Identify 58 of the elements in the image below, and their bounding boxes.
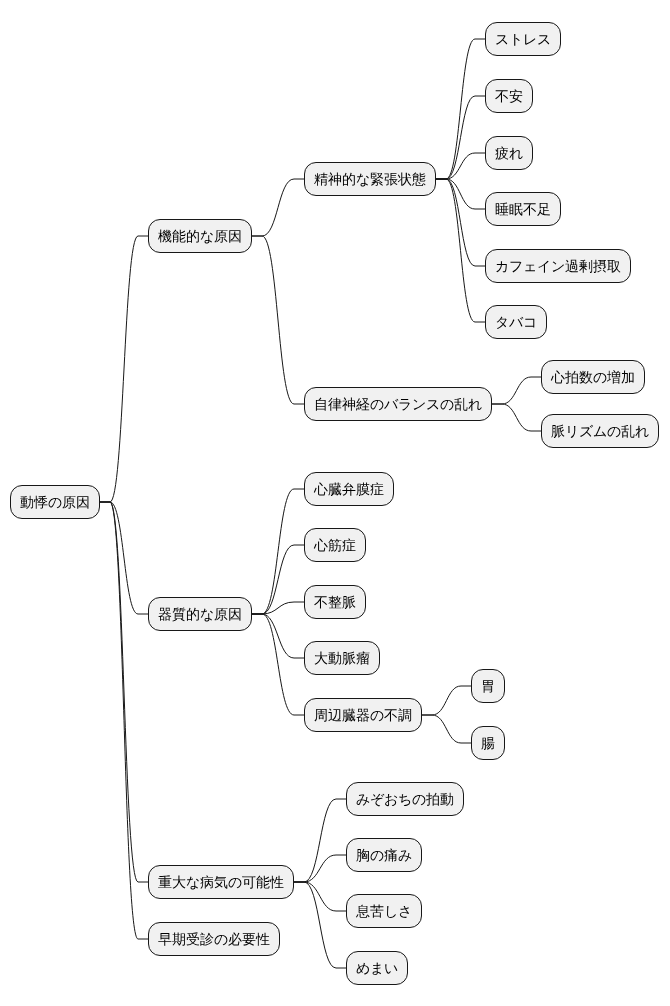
topic-label: 息苦しさ: [356, 902, 412, 920]
topic-box: [485, 22, 561, 56]
topic-label: 機能的な原因: [158, 227, 242, 245]
topic-label: 器質的な原因: [158, 605, 242, 623]
topic-label: 胃: [481, 677, 495, 695]
topic-box: [346, 894, 422, 928]
root-topic-box: [10, 484, 100, 519]
topic-box: [304, 472, 394, 506]
topic-box: [485, 136, 533, 170]
topic-box: [471, 726, 505, 760]
connector-line: [293, 881, 347, 969]
topic-label: 胸の痛み: [356, 846, 412, 864]
topic-box: [541, 360, 645, 394]
topic-box: [304, 162, 436, 196]
topic-label: 疲れ: [495, 144, 523, 162]
topic-label: 早期受診の必要性: [158, 930, 270, 948]
topic-box: [304, 641, 380, 675]
topic-label: 不安: [495, 87, 523, 105]
topic-box: [485, 305, 547, 339]
topic-label: めまい: [356, 959, 398, 977]
topic-label: 心臓弁膜症: [314, 480, 384, 498]
topic-box: [541, 414, 659, 448]
topic-label: 重大な病気の可能性: [158, 873, 284, 891]
topic-box: [471, 669, 505, 703]
connector-line: [251, 235, 305, 405]
topic-label: 動悸の原因: [20, 492, 90, 511]
topic-label: 睡眠不足: [495, 200, 551, 218]
connector-line: [421, 714, 472, 744]
connector-line: [491, 403, 542, 432]
topic-label: タバコ: [495, 313, 537, 331]
connector-line: [251, 613, 305, 716]
topic-box: [485, 249, 631, 283]
topic-box: [148, 597, 252, 631]
topic-label: 周辺臓器の不調: [314, 706, 412, 724]
topic-label: みぞおちの拍動: [356, 790, 454, 808]
connector-line: [435, 178, 486, 323]
topic-label: 腸: [481, 734, 495, 752]
topic-label: ストレス: [495, 30, 551, 48]
topic-label: 脈リズムの乱れ: [551, 422, 649, 440]
topic-box: [485, 192, 561, 226]
topic-label: 心拍数の増加: [551, 368, 635, 386]
topic-box: [304, 585, 366, 619]
topic-box: [304, 387, 492, 421]
topic-box: [346, 951, 408, 985]
topic-box: [148, 922, 280, 956]
topic-box: [304, 698, 422, 732]
topic-box: [485, 79, 533, 113]
topic-label: 自律神経のバランスの乱れ: [314, 395, 482, 413]
topic-box: [148, 865, 294, 899]
topic-label: 心筋症: [314, 536, 356, 554]
topic-label: 精神的な緊張状態: [314, 170, 426, 188]
topic-box: [304, 528, 366, 562]
topic-label: 大動脈瘤: [314, 649, 370, 667]
topic-box: [346, 782, 464, 816]
topic-box: [148, 219, 252, 253]
topic-box: [346, 838, 422, 872]
topic-label: 不整脈: [314, 593, 356, 611]
topic-label: カフェイン過剰摂取: [495, 257, 621, 275]
